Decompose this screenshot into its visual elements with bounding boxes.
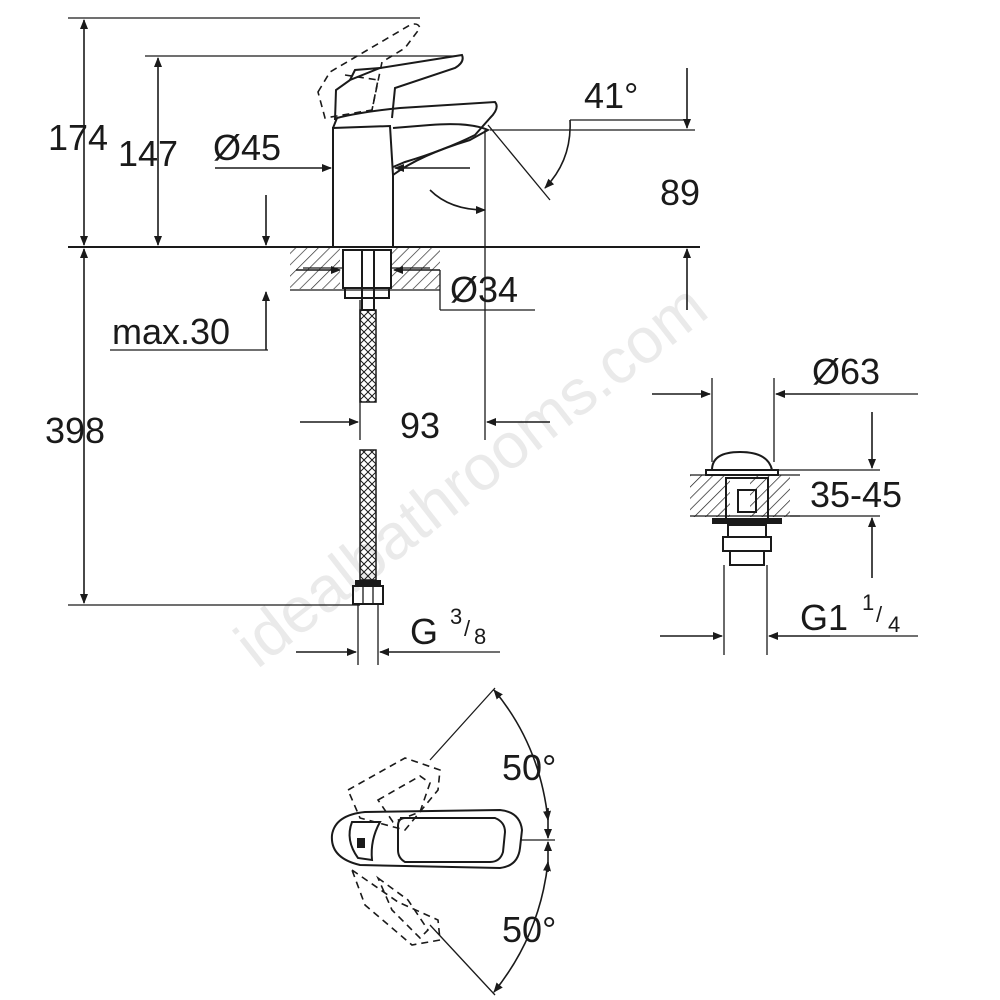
thread-g-label: G (410, 611, 438, 652)
waste-thread-denominator: 4 (888, 612, 900, 637)
watermark: idealbathrooms.com (221, 269, 719, 681)
dim-max-30: max.30 (112, 311, 230, 352)
dim-diameter-34: Ø34 (450, 269, 518, 310)
dim-174: 174 (48, 117, 108, 158)
faucet-side-view (68, 23, 700, 665)
dim-rotation-right: 50° (502, 909, 556, 950)
dim-147: 147 (118, 133, 178, 174)
dim-diameter-45: Ø45 (213, 127, 281, 168)
dim-35-45: 35-45 (810, 474, 902, 515)
waste-fraction-slash: / (876, 602, 883, 627)
dim-angle-41: 41° (584, 75, 638, 116)
dim-diameter-63: Ø63 (812, 351, 880, 392)
waste-view (690, 450, 800, 655)
dim-398: 398 (45, 410, 105, 451)
waste-thread-label: G1 (800, 597, 848, 638)
thread-numerator: 3 (450, 604, 462, 629)
dim-rotation-left: 50° (502, 747, 556, 788)
dim-thread-g38: G 3 / 8 (410, 604, 486, 652)
dim-89: 89 (660, 172, 700, 213)
dim-93: 93 (400, 405, 440, 446)
thread-denominator: 8 (474, 624, 486, 649)
fraction-slash: / (464, 616, 471, 641)
dim-thread-g1-14: G1 1 / 4 (800, 590, 900, 638)
waste-dimensions (652, 378, 918, 640)
faucet-dimensions (68, 17, 695, 656)
rotation-dimensions (493, 689, 552, 993)
waste-thread-numerator: 1 (862, 590, 874, 615)
